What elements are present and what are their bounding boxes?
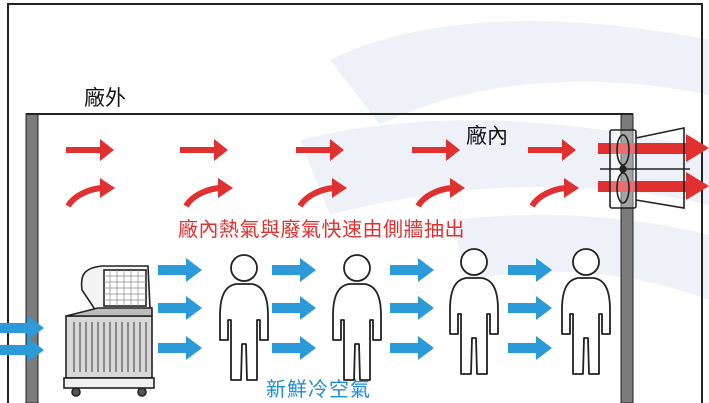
fresh-air-arrow xyxy=(390,296,434,320)
fresh-air-arrow xyxy=(508,296,552,320)
fresh-air-arrow xyxy=(158,336,202,360)
evaporative-air-cooler-icon xyxy=(63,265,155,397)
hot-air-arrow xyxy=(186,178,233,206)
person-icon xyxy=(219,254,269,381)
fresh-air-arrow xyxy=(272,296,316,320)
fresh-air-arrow xyxy=(158,258,202,282)
fresh-air-arrow xyxy=(272,336,316,360)
exhaust-arrows xyxy=(598,134,709,200)
hot-air-arrow xyxy=(180,139,228,161)
exhaust-fan-icon xyxy=(600,127,690,209)
hot-air-exhaust-label: 廠內熱氣與廢氣快速由側牆抽出 xyxy=(178,217,465,241)
outer-frame xyxy=(7,3,703,403)
inside-factory-label: 廠內 xyxy=(466,124,508,148)
fresh-air-arrow xyxy=(272,258,316,282)
person-icon xyxy=(332,254,382,381)
hot-air-arrow xyxy=(66,139,114,161)
fresh-air-arrow xyxy=(508,336,552,360)
outside-factory-label: 廠外 xyxy=(84,86,126,110)
left-wall xyxy=(25,113,39,403)
hot-air-arrow xyxy=(68,178,115,206)
fresh-cool-air-label: 新鮮冷空氣 xyxy=(266,377,371,401)
fresh-air-arrow xyxy=(390,258,434,282)
fresh-air-arrow xyxy=(158,296,202,320)
fresh-air-arrow xyxy=(390,336,434,360)
